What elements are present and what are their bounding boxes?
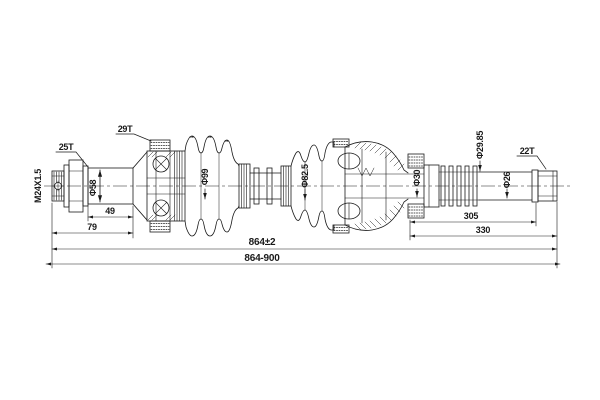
dim-330-label: 330	[476, 225, 491, 235]
dia-99-label: Φ99	[200, 168, 210, 185]
dimension-lines	[45, 201, 561, 269]
dia-29-85-label: Φ29.85	[475, 131, 485, 159]
lock-nut	[63, 159, 89, 213]
dim-305-label: 305	[464, 211, 479, 221]
inner-boot-clamp	[280, 165, 292, 207]
threaded-stub	[51, 170, 65, 202]
intermediate-shaft	[249, 167, 282, 205]
dia-30-label: Φ30	[412, 169, 422, 186]
outer-cv-joint	[146, 139, 186, 233]
dim-range-label: 864-900	[244, 253, 280, 264]
shaft-collar	[423, 164, 440, 208]
inner-boot	[290, 138, 350, 234]
spline-25t-label: 25T	[59, 142, 74, 152]
thread-spec-label: M24X1.5	[33, 169, 43, 203]
dim-overall-label: 864±2	[249, 237, 276, 248]
spline-22t-label: 22T	[520, 146, 535, 156]
abs-tone-ring	[407, 153, 425, 219]
dia-82-5-label: Φ82.5	[300, 164, 310, 188]
leader-lines	[55, 133, 547, 201]
tripod-joint-housing	[337, 141, 425, 231]
damper-ribs	[438, 165, 480, 207]
dim-49-label: 49	[105, 206, 115, 216]
spline-stem	[87, 151, 148, 221]
dia-58-label: Φ58	[88, 179, 98, 196]
spline-end	[537, 170, 558, 202]
outer-boot	[184, 135, 240, 237]
dim-79-label: 79	[87, 222, 97, 232]
dia-26-label: Φ26	[502, 171, 512, 188]
outer-boot-clamp	[238, 163, 251, 209]
spline-29t-label: 29T	[118, 124, 133, 134]
